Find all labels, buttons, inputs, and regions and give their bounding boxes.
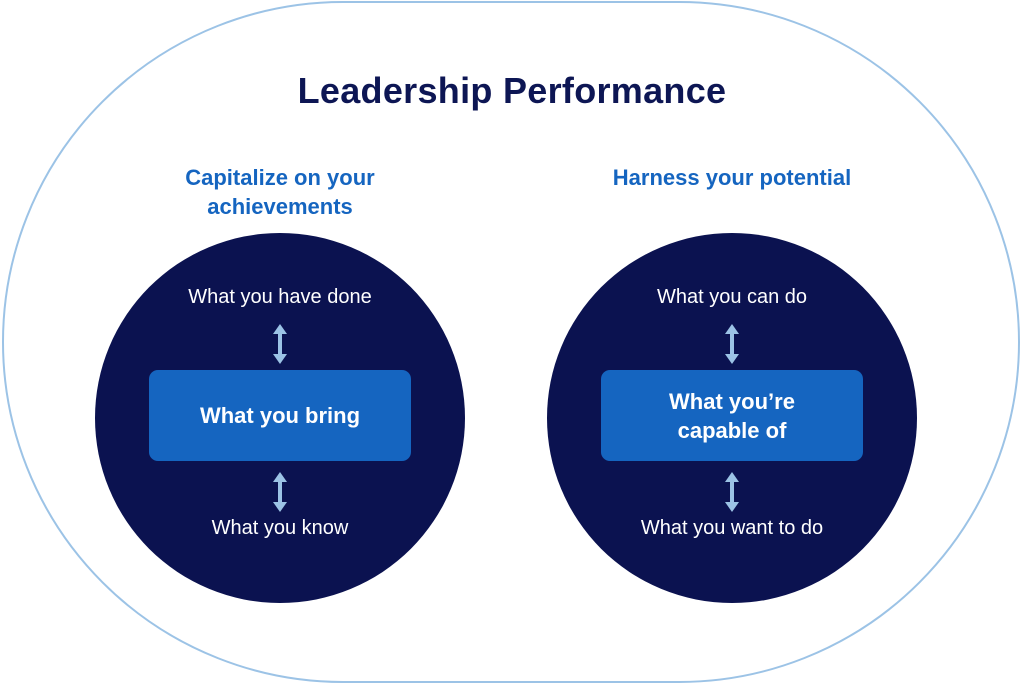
double-arrow-icon (725, 472, 739, 512)
right-heading: Harness your potential (612, 165, 852, 190)
right-center-text: What you’re capable of (669, 388, 795, 443)
left-bottom-text: What you know (211, 517, 349, 539)
double-arrow-icon (273, 472, 287, 512)
left-top-text: What you have done (188, 286, 372, 308)
diagram-title: Leadership Performance (297, 70, 727, 111)
left-circle: What you have done What you bring What y… (95, 233, 465, 603)
right-center-box: What you’re capable of (601, 370, 863, 461)
left-heading: Capitalize on your achievements (185, 165, 375, 219)
double-arrow-icon (725, 324, 739, 364)
double-arrow-icon (273, 324, 287, 364)
left-center-text: What you bring (199, 403, 361, 428)
left-center-box: What you bring (149, 370, 411, 461)
right-circle: What you can do What you’re capable of W… (547, 233, 917, 603)
right-bottom-text: What you want to do (640, 517, 824, 539)
right-top-text: What you can do (656, 286, 808, 308)
